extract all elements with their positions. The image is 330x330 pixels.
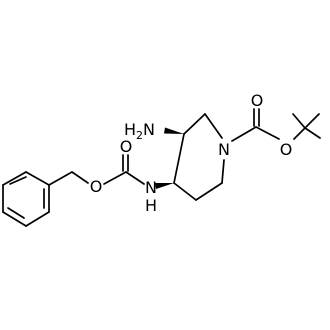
bond-o-ctbu xyxy=(293,127,306,140)
bond-c2-n1 xyxy=(204,113,223,139)
wedge-bond-c4-nh xyxy=(155,183,174,189)
bond-tbu-me3 xyxy=(292,113,306,129)
bond-n1-c6 xyxy=(221,159,225,184)
bond-tbu-me1 xyxy=(304,113,320,129)
benzene-bond-2 xyxy=(25,211,50,227)
amino-group-label: H2N xyxy=(124,120,155,142)
benzene-bond-6 xyxy=(25,171,50,186)
boc-carbonyl-oxygen-label: O xyxy=(251,91,264,110)
cbz-group xyxy=(48,154,145,186)
cbz-carbonyl-oxygen-label: O xyxy=(120,137,133,156)
bond-ch2-phenyl xyxy=(48,171,73,186)
bond-c5-c4 xyxy=(173,182,197,201)
bond-c3-c2 xyxy=(183,113,206,135)
bond-c4-c3 xyxy=(173,133,185,184)
benzene-bond-3 xyxy=(2,211,27,227)
bond-o-ch2 xyxy=(71,171,89,184)
ring-nitrogen-label: N xyxy=(218,140,230,159)
benzene-bond-5 xyxy=(2,171,27,186)
carbamate-nitrogen-label: N xyxy=(145,178,157,197)
bond-tbu-me2 xyxy=(304,127,321,139)
bond-cbz-c-o-ester xyxy=(103,171,127,185)
boc-ester-oxygen-label: O xyxy=(280,140,293,159)
cbz-ester-oxygen-label: O xyxy=(90,177,103,196)
benzene-inner-bond-2 xyxy=(7,207,25,219)
bond-c6-c5 xyxy=(195,182,223,201)
piperidine-ring xyxy=(173,113,225,201)
bond-c-o-ester xyxy=(255,126,280,140)
carbamate-hydrogen-label: H xyxy=(145,196,157,215)
boc-group xyxy=(231,108,321,142)
bond-n1-c-boc xyxy=(231,126,257,142)
wedge-bond-c3-nh2 xyxy=(164,127,184,134)
benzene-inner-bond-3 xyxy=(9,176,27,185)
bond-nh-c-cbz xyxy=(125,171,145,185)
benzene-ring xyxy=(2,171,50,227)
